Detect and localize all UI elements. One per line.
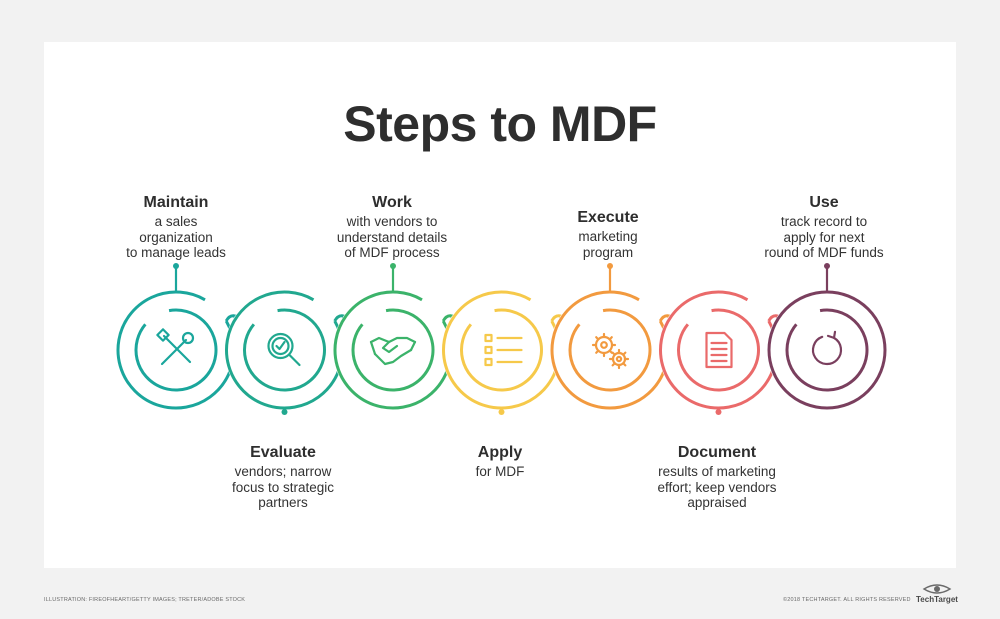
- step-label-work: Work with vendors to understand details …: [306, 193, 478, 261]
- step-node-background: [767, 290, 887, 410]
- step-inner-ring: [677, 308, 760, 392]
- step-label-execute: Execute marketing program: [528, 208, 688, 260]
- step-node: [550, 263, 681, 410]
- step-label-document: Document results of marketing effort; ke…: [630, 443, 804, 511]
- step-heading: Execute: [577, 209, 639, 226]
- step-connector-dot: [498, 409, 505, 415]
- step-inner-ring: [134, 308, 218, 392]
- step-description: marketing program: [578, 229, 638, 260]
- step-description: track record to apply for next round of …: [764, 214, 884, 260]
- refresh-icon: [811, 330, 843, 366]
- step-node: [767, 263, 887, 410]
- document-icon: [705, 331, 733, 369]
- step-node: [116, 263, 247, 410]
- magnifier-check-icon: [267, 332, 301, 367]
- step-heading: Work: [372, 194, 412, 211]
- tools-icon: [156, 328, 195, 366]
- step-label-apply: Apply for MDF: [420, 443, 580, 480]
- handshake-icon: [369, 336, 417, 366]
- step-description: vendors; narrow focus to strategic partn…: [231, 464, 335, 510]
- step-connector-dot: [715, 409, 722, 415]
- step-node-background: [224, 290, 345, 410]
- step-heading: Document: [677, 444, 757, 461]
- step-heading: Use: [809, 194, 839, 211]
- illustration-credit: ILLUSTRATION: FIREOFHEART/GETTY IMAGES; …: [44, 597, 246, 603]
- step-description: with vendors to understand details of MD…: [336, 214, 448, 260]
- step-node: [333, 263, 464, 410]
- step-inner-ring: [243, 308, 326, 392]
- step-inner-ring: [351, 308, 435, 392]
- techtarget-eye-icon: [922, 584, 952, 594]
- step-connector-dot: [390, 263, 396, 269]
- step-description: a sales organization to manage leads: [126, 214, 226, 260]
- step-label-maintain: Maintain a sales organization to manage …: [96, 193, 256, 261]
- step-heading: Apply: [477, 444, 523, 461]
- step-inner-ring: [568, 308, 652, 392]
- step-heading: Maintain: [143, 194, 209, 211]
- step-connector-dot: [173, 263, 179, 269]
- step-node: [658, 290, 789, 415]
- page-title: Steps to MDF: [343, 96, 657, 152]
- gears-icon: [591, 332, 630, 370]
- step-connector-dot: [281, 409, 288, 415]
- step-heading: Evaluate: [250, 444, 316, 461]
- step-description: results of marketing effort; keep vendor…: [657, 464, 777, 510]
- step-label-use: Use track record to apply for next round…: [742, 193, 906, 261]
- copyright-notice: ©2018 TECHTARGET. ALL RIGHTS RESERVED: [783, 597, 911, 603]
- step-label-evaluate: Evaluate vendors; narrow focus to strate…: [203, 443, 363, 511]
- step-inner-ring: [460, 308, 543, 392]
- step-description: for MDF: [475, 464, 525, 479]
- step-inner-ring: [785, 308, 869, 392]
- step-connector-dot: [607, 263, 613, 269]
- brand-logo: TechTarget: [916, 595, 958, 604]
- checklist-icon: [484, 333, 523, 367]
- step-connector-dot: [824, 263, 830, 269]
